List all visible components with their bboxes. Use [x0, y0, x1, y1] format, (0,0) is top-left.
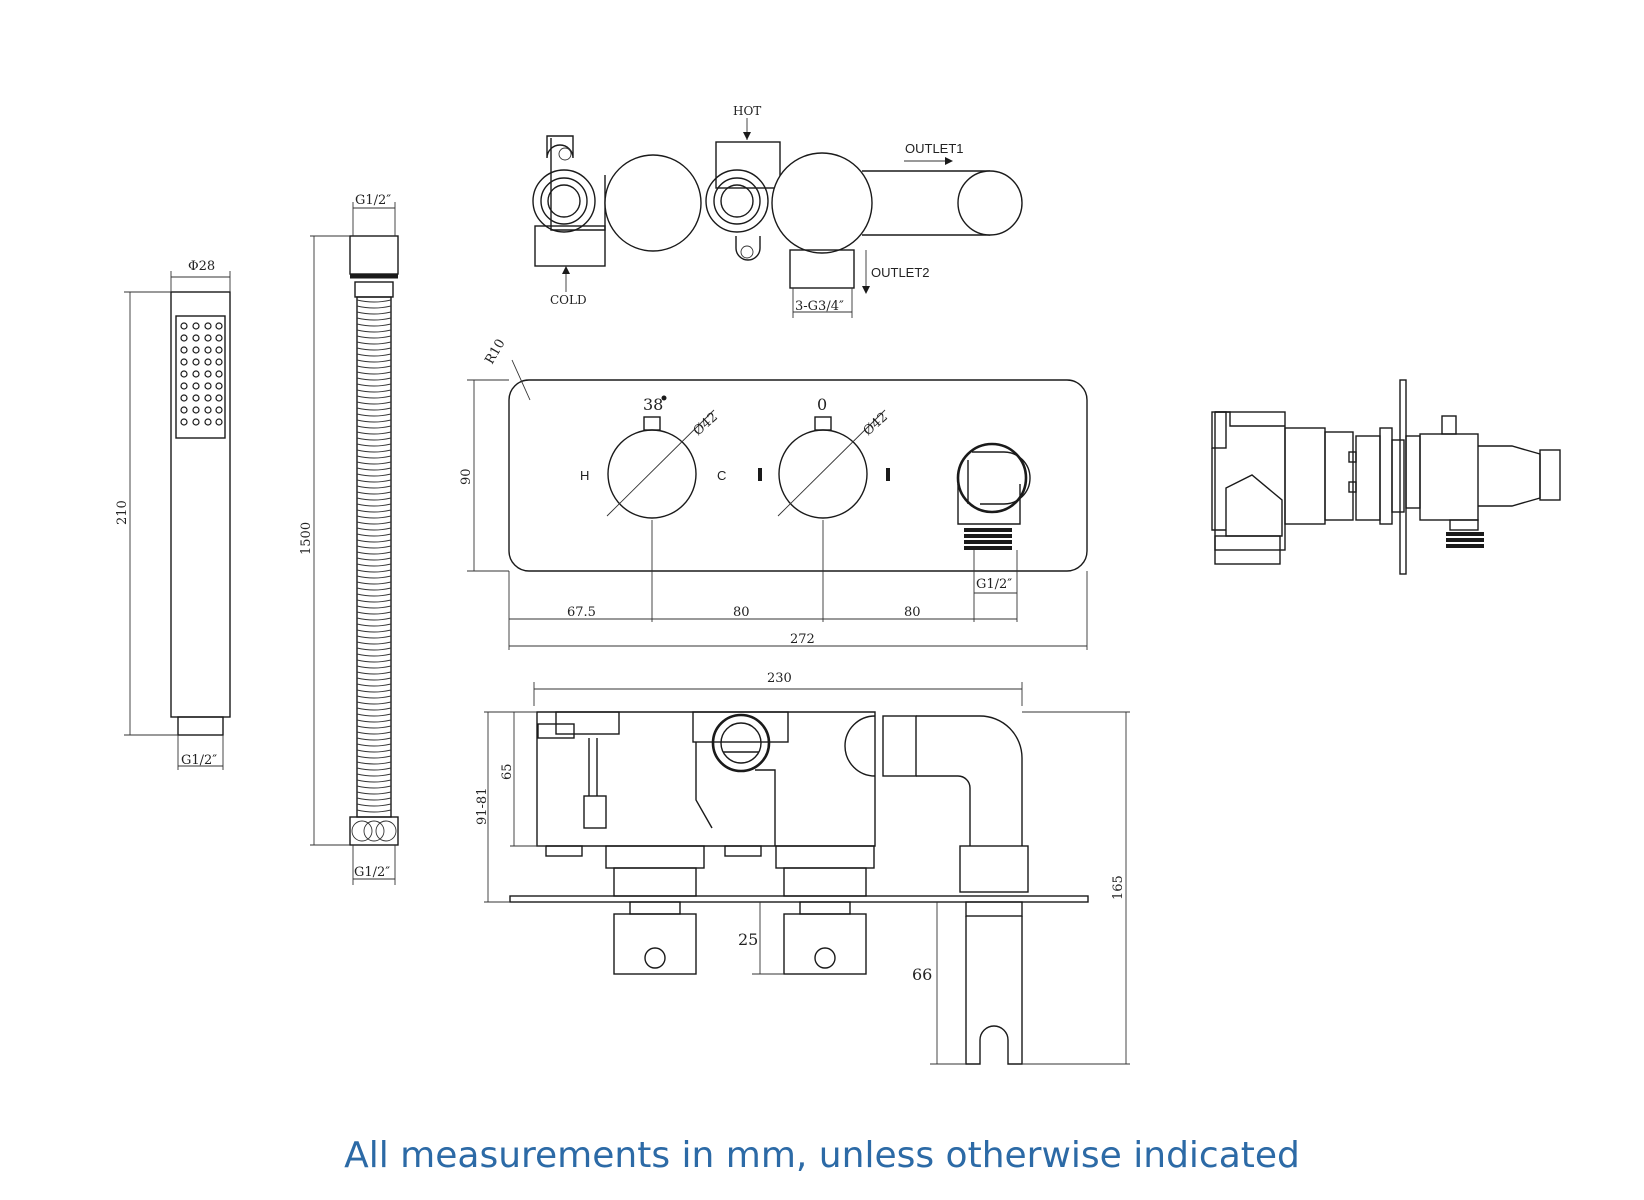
cold-label: COLD: [550, 293, 587, 307]
bracket-depth-label: 66: [912, 965, 932, 984]
elbow-thread-label: G1/2″: [976, 577, 1012, 592]
outlet1-label: OUTLET1: [905, 141, 964, 156]
section-view-drawing: 230 65: [475, 671, 1130, 1065]
hose-thread-bottom-label: G1/2″: [354, 865, 390, 880]
body-depth-label: 65: [500, 763, 515, 780]
handset-length-label: 210: [115, 500, 130, 525]
total-height-label: 165: [1111, 875, 1126, 900]
cold-marker-label: C: [717, 468, 726, 483]
left-dial-diameter-label: Ø42: [691, 410, 721, 439]
adjust-range-label: 91-81: [475, 788, 490, 825]
hose-coils: [356, 299, 392, 813]
hose-drawing: G1/2″ 1500 G1/2″: [299, 193, 399, 885]
hot-label: HOT: [733, 104, 761, 118]
right-dial-diameter-label: Ø42: [861, 410, 891, 439]
dim-a-label: 67.5: [567, 605, 596, 620]
dim-c-label: 80: [904, 605, 921, 620]
handle-depth-label: 25: [738, 930, 758, 949]
left-dial-top-label: 38: [643, 395, 663, 414]
handset-spray-holes: [180, 322, 223, 426]
handset-diameter-label: Φ28: [188, 259, 215, 274]
section-depth-label: 230: [767, 671, 792, 686]
handset-drawing: Φ28 210 G1/2″: [115, 259, 231, 770]
right-dial-top-label: 0: [817, 395, 827, 414]
outlet2-label: OUTLET2: [871, 265, 930, 280]
handset-thread-label: G1/2″: [181, 753, 217, 768]
faceplate-width-label: 272: [790, 632, 815, 647]
hot-marker-label: H: [580, 468, 589, 483]
hose-length-label: 1500: [299, 522, 314, 555]
outlet-thread-label: 3-G3/4″: [795, 299, 844, 314]
footnote-text: All measurements in mm, unless otherwise…: [344, 1135, 1300, 1176]
valve-body-drawing: HOT OUTLET1 OUTLET2 COLD 3-G3/4″: [532, 104, 1023, 318]
side-view-drawing: [1211, 379, 1561, 575]
faceplate-drawing: R10 90 38 Ø42 H C 0 Ø42 G1/2″: [459, 337, 1088, 650]
hose-thread-top-label: G1/2″: [355, 193, 391, 208]
dim-b-label: 80: [733, 605, 750, 620]
faceplate-height-label: 90: [459, 468, 474, 485]
corner-radius-label: R10: [482, 337, 508, 367]
